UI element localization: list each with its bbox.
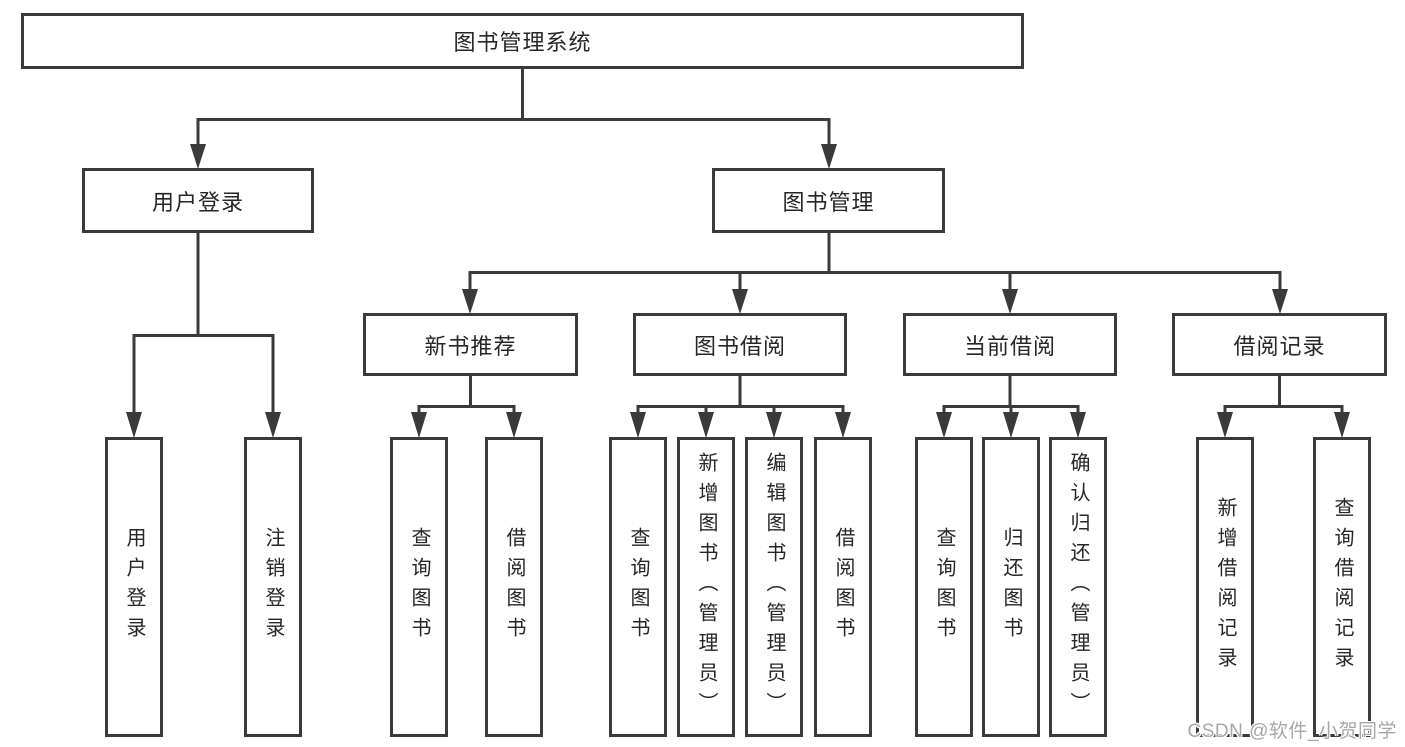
connector-line	[468, 233, 1282, 290]
arrowhead-icon	[1334, 412, 1350, 438]
node-root: 图书管理系统	[21, 13, 1024, 69]
connector-line	[132, 233, 275, 413]
leaf-label: 归还图书	[1000, 527, 1022, 647]
leaf-label: 借阅图书	[503, 527, 525, 647]
leaf-query-borrow-record: 查询借阅记录	[1313, 437, 1371, 737]
node-book-management-label: 图书管理	[782, 189, 875, 215]
arrowhead-icon	[936, 412, 952, 438]
arrowhead-icon	[265, 412, 281, 438]
connector-borrow-records-to-leaves	[1217, 376, 1350, 438]
arrowhead-icon	[766, 412, 782, 438]
connector-line	[942, 376, 1080, 413]
arrowhead-icon	[1070, 412, 1086, 438]
connector-new-book-recommend-to-leaves	[411, 376, 522, 438]
arrowhead-icon	[190, 144, 206, 169]
leaf-edit-books-admin: 编辑图书（管理员）	[745, 437, 803, 737]
leaf-label: 查询图书	[627, 527, 649, 647]
leaf-label: 新增图书（管理员）	[695, 452, 717, 722]
leaf-query-books-borrow: 查询图书	[609, 437, 667, 737]
node-book-borrow: 图书借阅	[633, 313, 847, 376]
arrowhead-icon	[1002, 289, 1018, 314]
connector-line	[196, 68, 831, 145]
node-borrow-records: 借阅记录	[1172, 313, 1387, 376]
arrowhead-icon	[698, 412, 714, 438]
connector-line	[636, 376, 845, 413]
leaf-borrow-books-recommend: 借阅图书	[485, 437, 543, 737]
connector-user-login-to-leaves	[126, 233, 281, 438]
leaf-add-borrow-record: 新增借阅记录	[1196, 437, 1254, 737]
leaf-label: 确认归还（管理员）	[1067, 452, 1089, 722]
arrowhead-icon	[821, 144, 837, 169]
leaf-query-books-current: 查询图书	[915, 437, 973, 737]
node-new-book-recommend: 新书推荐	[363, 313, 578, 376]
leaf-query-books-recommend: 查询图书	[390, 437, 448, 737]
leaf-label: 查询图书	[408, 527, 430, 647]
node-new-book-recommend-label: 新书推荐	[424, 333, 517, 359]
leaf-return-books: 归还图书	[982, 437, 1040, 737]
connector-current-borrow-to-leaves	[936, 376, 1086, 438]
connector-root-to-level2	[190, 68, 837, 169]
node-current-borrow: 当前借阅	[903, 313, 1117, 376]
arrowhead-icon	[126, 412, 142, 438]
leaf-label: 注销登录	[262, 527, 284, 647]
node-borrow-records-label: 借阅记录	[1233, 333, 1326, 359]
connector-line	[1223, 376, 1344, 413]
leaf-label: 查询图书	[933, 527, 955, 647]
leaf-confirm-return-admin: 确认归还（管理员）	[1049, 437, 1107, 737]
arrowhead-icon	[411, 412, 427, 438]
leaf-label: 查询借阅记录	[1331, 497, 1353, 677]
leaf-label: 用户登录	[123, 527, 145, 647]
node-user-login-label: 用户登录	[151, 189, 244, 215]
arrowhead-icon	[732, 289, 748, 314]
arrowhead-icon	[1272, 289, 1288, 314]
csdn-watermark: CSDN @软件_小贺同学	[1187, 721, 1397, 742]
arrowhead-icon	[1217, 412, 1233, 438]
arrowhead-icon	[1003, 412, 1019, 438]
leaf-user-login: 用户登录	[105, 437, 163, 737]
arrowhead-icon	[835, 412, 851, 438]
leaf-label: 新增借阅记录	[1214, 497, 1236, 677]
connector-line	[417, 376, 516, 413]
node-book-management: 图书管理	[712, 168, 945, 233]
arrowhead-icon	[630, 412, 646, 438]
node-book-borrow-label: 图书借阅	[693, 333, 786, 359]
leaf-add-books-admin: 新增图书（管理员）	[677, 437, 735, 737]
node-user-login: 用户登录	[82, 168, 314, 233]
leaf-borrow-books: 借阅图书	[814, 437, 872, 737]
node-root-label: 图书管理系统	[453, 30, 592, 55]
leaf-label: 编辑图书（管理员）	[763, 452, 785, 722]
leaf-label: 借阅图书	[832, 527, 854, 647]
leaf-logout: 注销登录	[244, 437, 302, 737]
arrowhead-icon	[462, 289, 478, 314]
node-current-borrow-label: 当前借阅	[963, 333, 1056, 359]
connector-book-management-to-level3	[462, 233, 1288, 314]
arrowhead-icon	[506, 412, 522, 438]
connector-book-borrow-to-leaves	[630, 376, 851, 438]
